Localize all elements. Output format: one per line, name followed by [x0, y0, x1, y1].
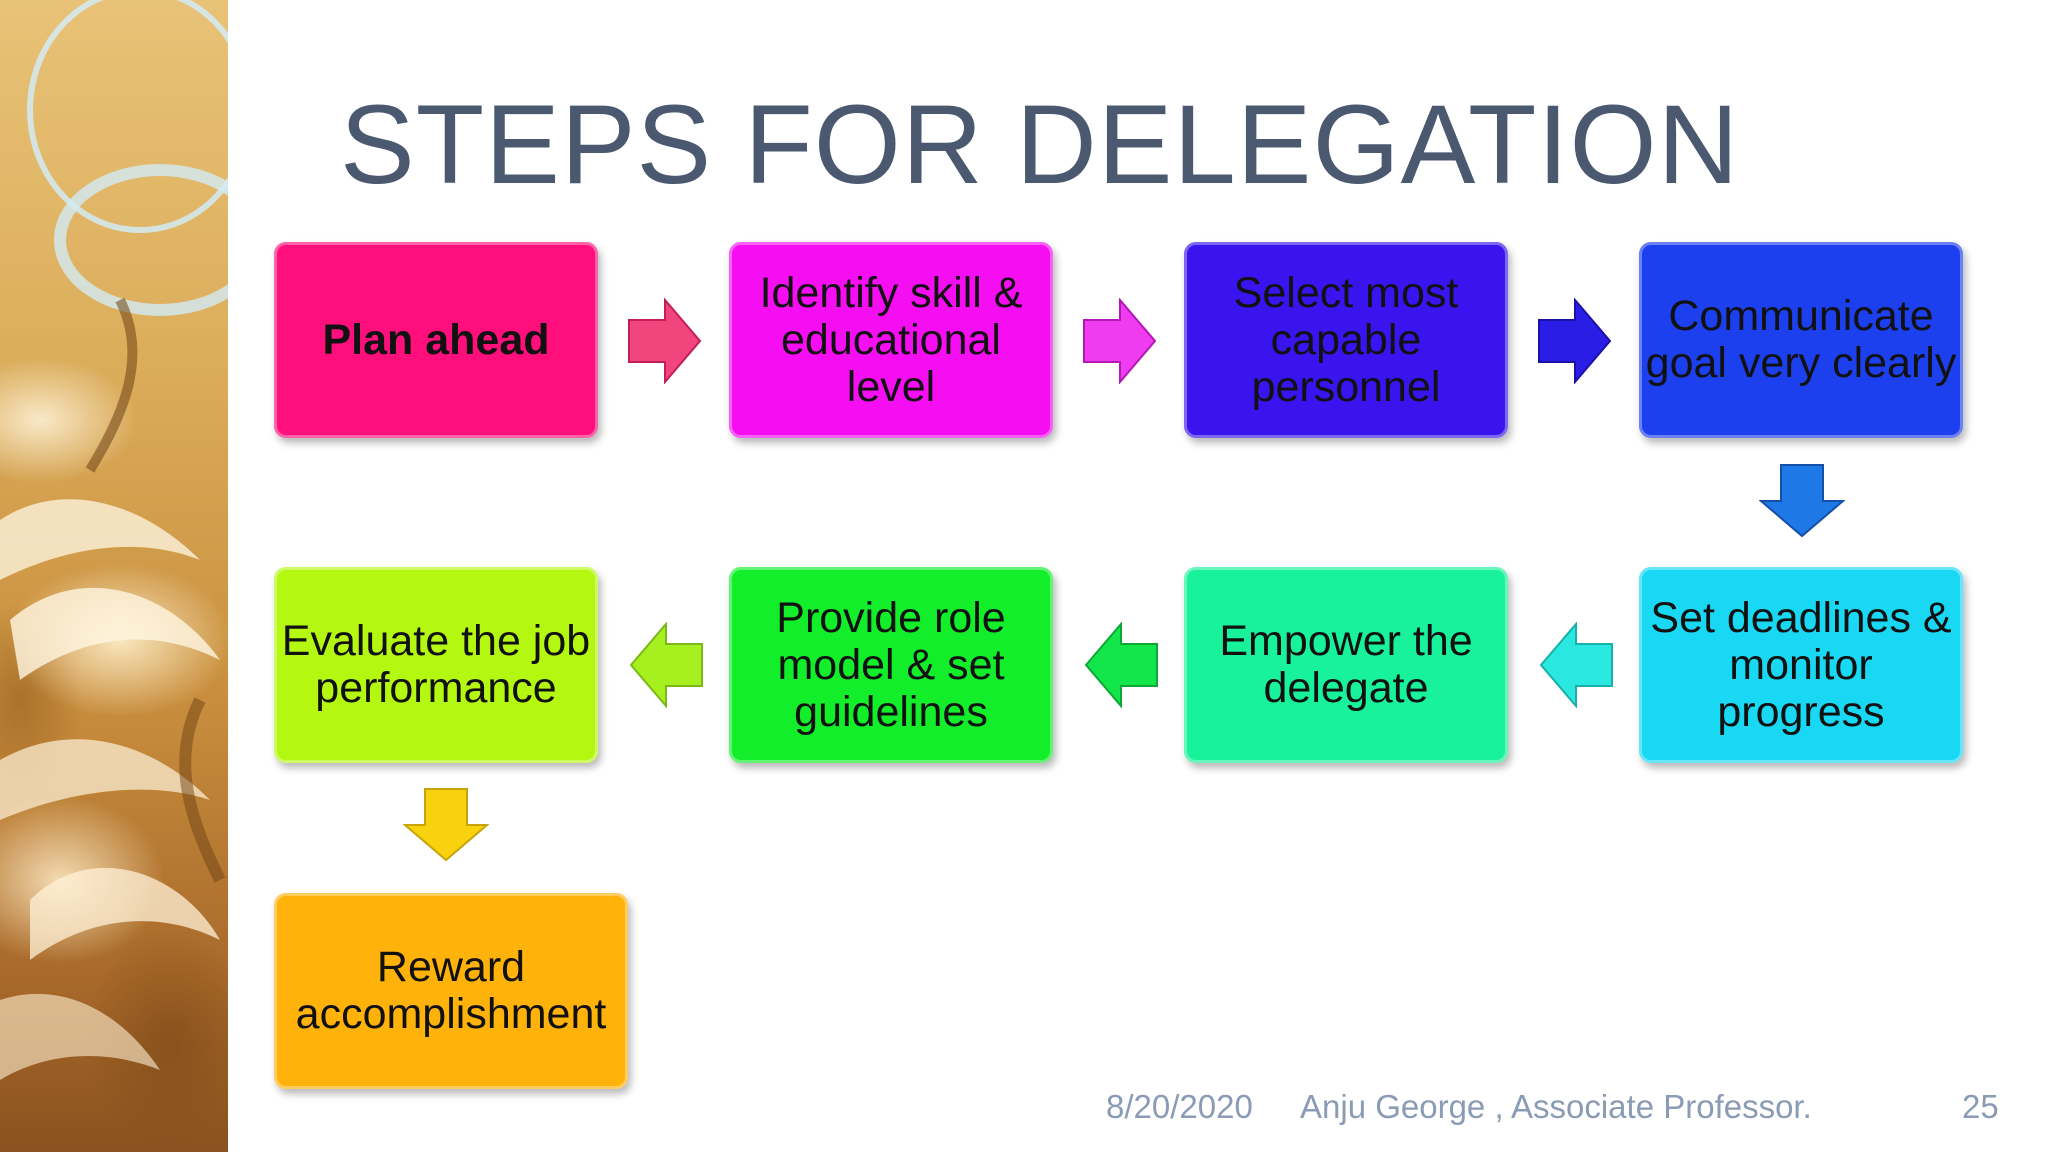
footer-date: 8/20/2020	[1106, 1088, 1253, 1125]
step-select-personnel: Select most capable personnel	[1184, 242, 1508, 438]
step-set-deadlines: Set deadlines & monitor progress	[1639, 567, 1963, 763]
step-provide-role-model: Provide role model & set guidelines	[729, 567, 1053, 763]
step-empower-delegate: Empower the delegate	[1184, 567, 1508, 763]
step-label: Reward accomplishment	[295, 943, 607, 1038]
step-plan-ahead: Plan ahead	[274, 242, 598, 438]
step-evaluate-performance: Evaluate the job performance	[274, 567, 598, 763]
step-label: Identify skill & educational level	[759, 268, 1023, 411]
page-number: 25	[1962, 1088, 1999, 1125]
arrow-left-icon	[1539, 622, 1613, 708]
step-label: Plan ahead	[322, 315, 550, 364]
step-label: Empower the delegate	[1219, 617, 1473, 712]
decorative-side-panel	[0, 0, 228, 1152]
step-label: Provide role model & set guidelines	[776, 593, 1006, 736]
step-label: Select most capable personnel	[1233, 268, 1459, 411]
floral-pattern	[0, 0, 228, 1080]
step-identify-skill: Identify skill & educational level	[729, 242, 1053, 438]
step-label: Set deadlines & monitor progress	[1650, 593, 1952, 736]
arrow-down-icon	[1759, 464, 1845, 538]
slide-title: STEPS FOR DELEGATION	[340, 82, 1740, 207]
step-reward-accomplishment: Reward accomplishment	[274, 893, 628, 1089]
arrow-right-icon	[628, 298, 702, 384]
arrow-left-icon	[1084, 622, 1158, 708]
arrow-down-icon	[403, 788, 489, 862]
step-label: Communicate goal very clearly	[1645, 292, 1957, 387]
arrow-right-icon	[1083, 298, 1157, 384]
arrow-right-icon	[1538, 298, 1612, 384]
step-communicate-goal: Communicate goal very clearly	[1639, 242, 1963, 438]
step-label: Evaluate the job performance	[281, 617, 591, 712]
footer-author: Anju George , Associate Professor.	[1300, 1088, 1812, 1125]
arrow-left-icon	[629, 622, 703, 708]
